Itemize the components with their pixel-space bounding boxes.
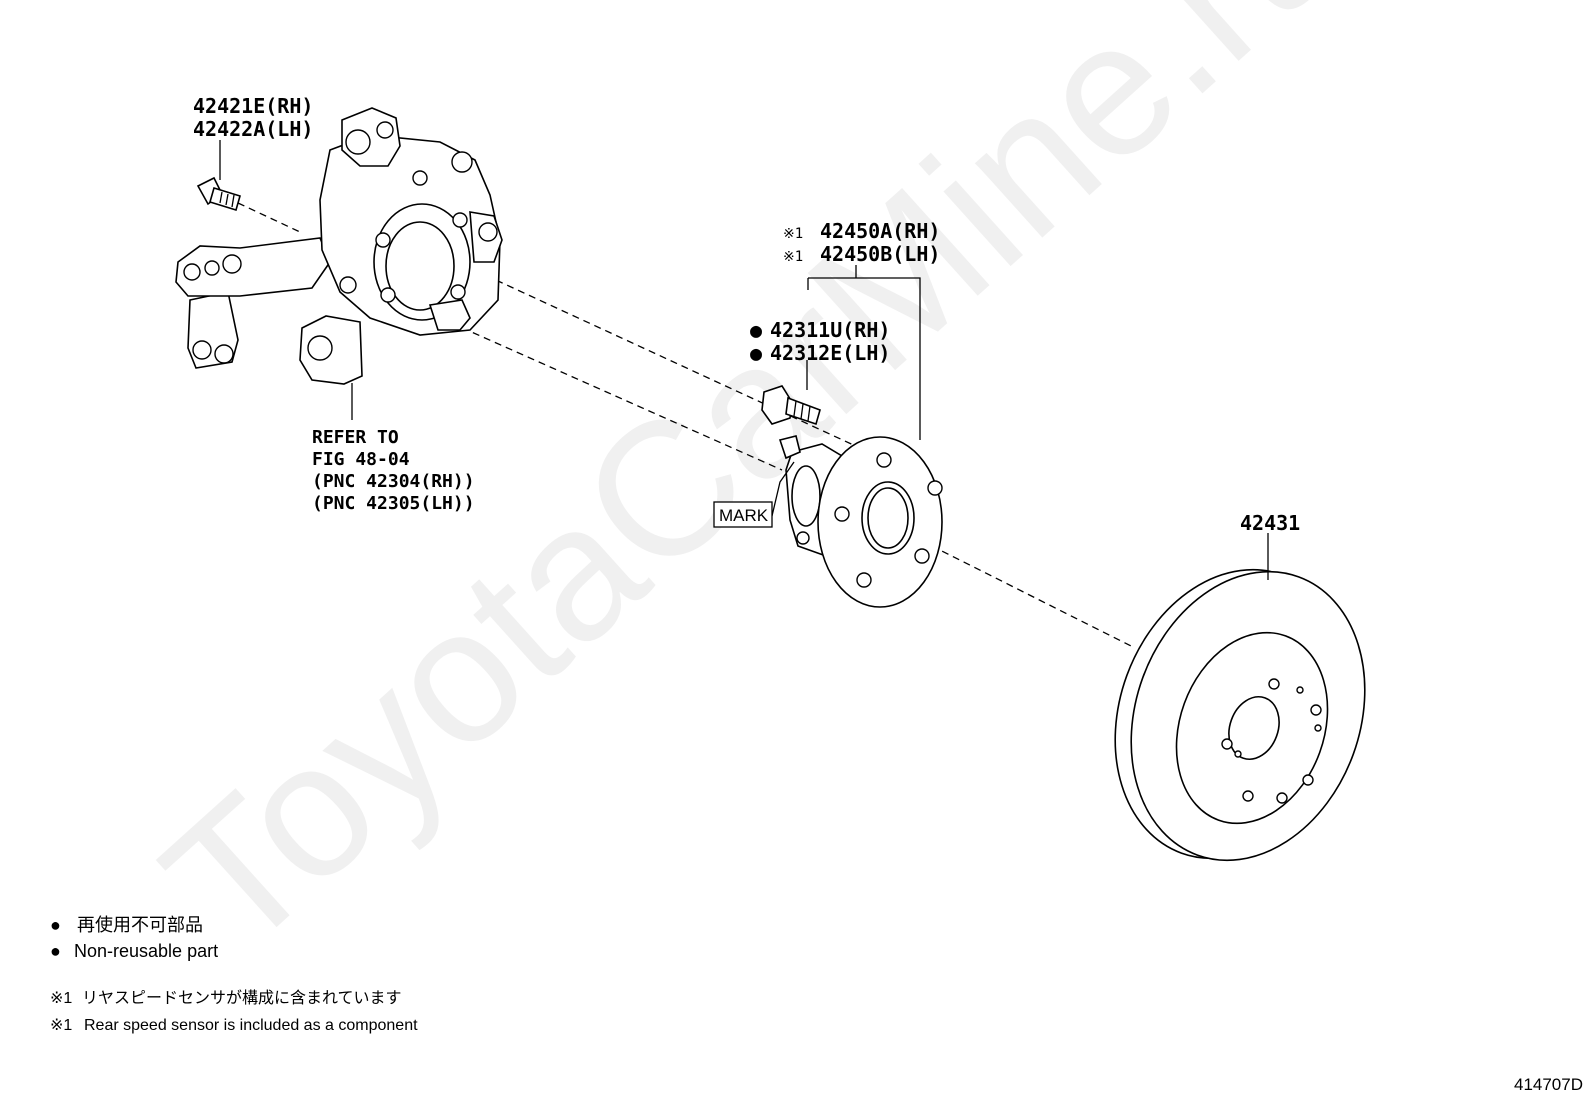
callout-bolt: 42421E(RH) 42422A(LH): [193, 94, 313, 141]
callout-hub-marker-2: ※1: [783, 249, 803, 265]
mark-label: MARK: [713, 501, 773, 528]
steering-knuckle: [175, 107, 503, 385]
note-en: Rear speed sensor is included as a compo…: [84, 1017, 418, 1034]
legend: ● 再使用不可部品 ● Non-reusable part: [50, 915, 218, 961]
refer-to: REFER TO: [312, 427, 399, 448]
callout-disc: 42431: [1240, 511, 1300, 535]
callout-bolt-lh: 42422A(LH): [193, 117, 313, 141]
callout-bolt-rh: 42421E(RH): [193, 94, 313, 118]
callout-knuckle-ref: REFER TO FIG 48-04 (PNC 42304(RH)) (PNC …: [312, 427, 475, 514]
callout-hub-bolt-marker-1: ●: [750, 318, 762, 342]
hub-bearing-assembly: [778, 435, 943, 608]
pnc-lh: (PNC 42305(LH)): [312, 493, 475, 514]
callout-hub-bolt-rh: 42311U(RH): [770, 318, 890, 342]
callout-hub: ※1 42450A(RH) ※1 42450B(LH): [783, 219, 940, 266]
callout-hub-bolt-marker-2: ●: [750, 341, 762, 365]
legend-bullet-jp: ●: [50, 915, 61, 935]
pnc-rh: (PNC 42304(RH)): [312, 471, 475, 492]
notes: ※1 リヤスピードセンサが構成に含まれています ※1 Rear speed se…: [50, 989, 418, 1034]
callout-hub-marker-1: ※1: [783, 226, 803, 242]
note-marker-en: ※1: [50, 1017, 72, 1034]
callout-hub-bolt-lh: 42312E(LH): [770, 341, 890, 365]
callout-hub-rh: 42450A(RH): [820, 219, 940, 243]
note-jp: リヤスピードセンサが構成に含まれています: [82, 989, 402, 1007]
callout-hub-bolt: ● 42311U(RH) ● 42312E(LH): [750, 318, 890, 365]
axis-lines: [237, 202, 1136, 649]
mark-text: MARK: [719, 506, 769, 525]
hub-bolt: [761, 385, 821, 426]
legend-bullet-en: ●: [50, 941, 61, 961]
callout-hub-lh: 42450B(LH): [820, 242, 940, 266]
note-marker-jp: ※1: [50, 990, 72, 1007]
fig-ref: FIG 48-04: [312, 449, 410, 470]
leader-lines: [219, 140, 1269, 580]
legend-en: Non-reusable part: [74, 941, 218, 961]
brake-disc: [1114, 568, 1366, 862]
legend-jp: 再使用不可部品: [77, 915, 203, 935]
knuckle-bolt: [196, 176, 241, 212]
figure-id: 414707D: [1514, 1075, 1583, 1094]
